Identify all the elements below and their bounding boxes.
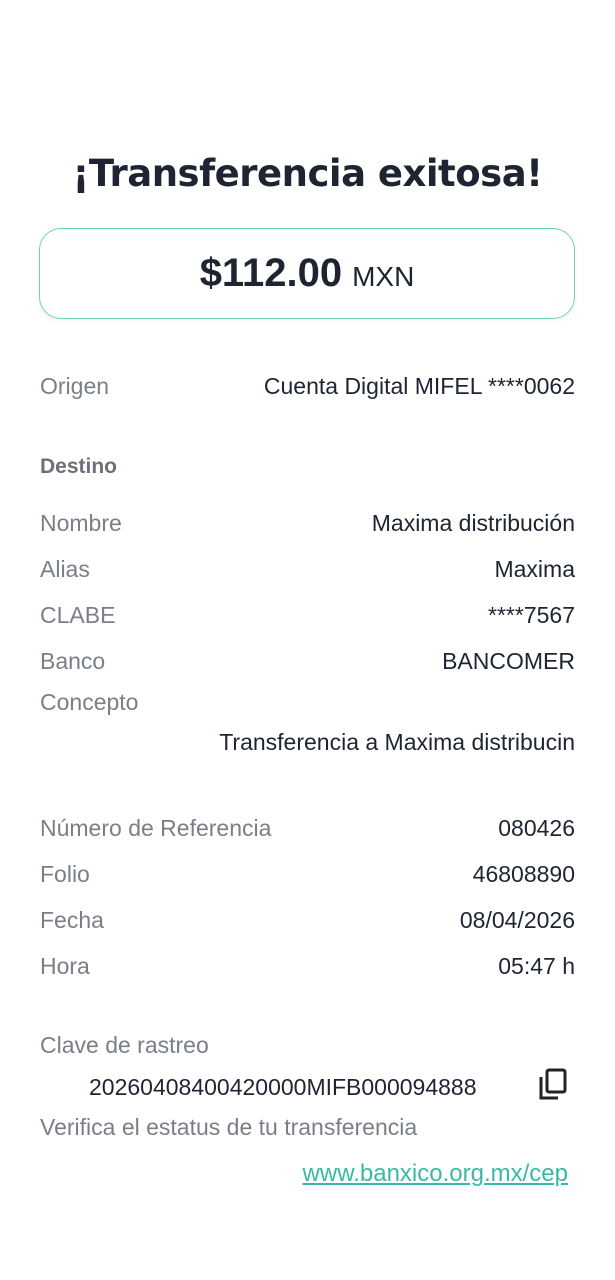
row-value: BANCOMER — [442, 648, 575, 674]
row-label: Alias — [40, 556, 90, 582]
destination-row-bank: Banco BANCOMER — [40, 648, 575, 675]
destination-row-name: Nombre Maxima distribución — [40, 510, 575, 537]
amount-card: $112.00 MXN — [39, 228, 575, 319]
row-label: Número de Referencia — [40, 815, 272, 841]
row-value: 08/04/2026 — [459, 907, 575, 933]
row-label: Nombre — [40, 510, 122, 536]
copy-icon[interactable] — [538, 1068, 568, 1102]
tracking-label: Clave de rastreo — [40, 1032, 209, 1058]
row-value: 080426 — [498, 815, 575, 841]
amount-value: $112.00 — [199, 251, 343, 295]
concept-value: Transferencia a Maxima distribucin — [219, 729, 575, 755]
detail-row-folio: Folio 46808890 — [40, 861, 575, 888]
amount-currency: MXN — [352, 260, 415, 292]
row-value: 46808890 — [472, 861, 575, 887]
row-label: Hora — [40, 953, 90, 979]
row-label: CLABE — [40, 602, 116, 628]
detail-row-reference: Número de Referencia 080426 — [40, 815, 575, 842]
concept-label: Concepto — [40, 689, 139, 715]
origin-row: Origen Cuenta Digital MIFEL ****0062 — [40, 373, 575, 400]
row-label: Folio — [40, 861, 90, 887]
row-label: Banco — [40, 648, 106, 674]
row-label: Fecha — [40, 907, 104, 933]
verify-text: Verifica el estatus de tu transferencia — [40, 1114, 418, 1140]
detail-row-time: Hora 05:47 h — [40, 953, 575, 980]
tracking-value: 20260408400420000MIFB000094888 — [89, 1074, 477, 1100]
row-value: ****7567 — [488, 602, 575, 628]
row-value: 05:47 h — [498, 953, 575, 979]
destination-row-clabe: CLABE ****7567 — [40, 602, 575, 629]
row-value: Maxima distribución — [371, 510, 575, 536]
destination-row-alias: Alias Maxima — [40, 556, 575, 583]
origin-label: Origen — [40, 373, 110, 399]
origin-value: Cuenta Digital MIFEL ****0062 — [263, 373, 575, 399]
page-title: ¡Transferencia exitosa! — [72, 152, 543, 195]
banxico-link[interactable]: www.banxico.org.mx/cep — [302, 1160, 568, 1187]
row-value: Maxima — [494, 556, 575, 582]
destination-heading: Destino — [40, 455, 118, 478]
detail-row-date: Fecha 08/04/2026 — [40, 907, 575, 934]
